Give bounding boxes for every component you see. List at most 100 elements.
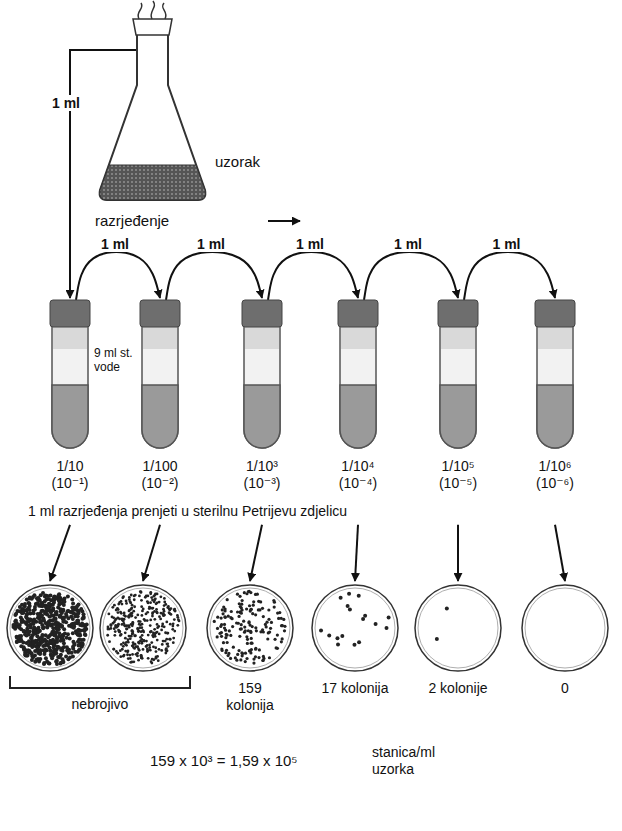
tube-liquid [537,385,573,448]
dish-drawing [311,584,399,672]
colony-count: 159 kolonija [215,680,285,714]
volume-note: 9 ml st. vode [94,346,136,375]
transfer-arrow [76,252,160,300]
dish-drawing [521,584,609,672]
transfer-arrow [143,525,160,581]
stopper-fibre [163,3,166,19]
dish-rim [525,588,605,668]
tube-drawing [140,300,180,450]
dish-rim [10,588,90,668]
petri-dish [415,585,501,671]
cotton-stopper [133,19,172,35]
dish-node: 2 kolonije [414,584,502,672]
dilution-label: 1/10⁶ (10⁻⁶) [523,458,587,492]
sample-liquid [100,165,206,200]
tube-drawing [438,300,478,450]
flask-drawing [95,5,210,205]
dish-rim [315,588,395,668]
volume-label: 1 ml [490,236,522,252]
tube-body [440,326,476,448]
petri-dish [100,585,186,671]
petri-dish [312,585,398,671]
petri-dish [207,585,293,671]
dish-drawing [6,584,94,672]
petri-dish [522,585,608,671]
dish-drawing [414,584,502,672]
petri-dish [7,585,93,671]
dilution-label: 1/10⁴ (10⁻⁴) [326,458,390,492]
tube-cap [535,300,575,327]
transfer-arrow [50,525,70,581]
tube-glass [245,327,279,349]
dish-node [6,584,94,672]
tube-node: 1/100 (10⁻²) [140,300,180,450]
colony-dots [11,591,88,666]
uncountable-label: nebrojivo [40,696,160,713]
tube-liquid [142,385,178,448]
dish-node: 159 kolonija [206,584,294,672]
flask-node: uzorak [95,5,210,205]
transfer-arrow [364,252,458,300]
colony-dots [319,592,391,647]
tube-node: 1/10⁵ (10⁻⁵) [438,300,478,450]
colony-count: 0 [530,680,600,697]
tube-liquid [340,385,376,448]
tube-glass [441,327,475,349]
tube-body [340,326,376,448]
tube-glass [341,327,375,349]
tube-drawing [535,300,575,450]
sample-label: uzorak [215,153,295,171]
transfer-arrow [555,525,565,581]
colony-dots [213,590,287,665]
transfer-arrow [250,525,262,581]
transfer-arrow [268,252,358,300]
dish-drawing [206,584,294,672]
colony-count: 17 kolonija [320,680,390,697]
tube-node: 9 ml st. vode1/10 (10⁻¹) [50,300,90,450]
volume-label: 1 ml [99,236,131,252]
transfer-arrow [457,525,459,581]
dish-rim [103,588,183,668]
stopper-fibre [138,3,142,19]
transfer-arrow [464,252,555,300]
colony-count: 2 kolonije [423,680,493,697]
tube-glass [53,327,87,349]
tube-cap [242,300,282,327]
tube-cap [338,300,378,327]
dish-rim [210,588,290,668]
result-unit: stanica/ml uzorka [372,744,454,778]
dilution-label: 1/100 (10⁻²) [128,458,192,492]
colony-dots [106,590,180,664]
tube-cap [438,300,478,327]
tube-node: 1/10⁴ (10⁻⁴) [338,300,378,450]
dish-node: 0 [521,584,609,672]
dilution-label: 1/10 (10⁻¹) [38,458,102,492]
flask-outline [100,33,206,200]
dilution-label: 1/10⁵ (10⁻⁵) [426,458,490,492]
volume-label: 1 ml [294,236,326,252]
tube-node: 1/10⁶ (10⁻⁶) [535,300,575,450]
tube-body [142,326,178,448]
dish-rim [418,588,498,668]
volume-label: 1 ml [50,95,82,111]
tube-glass [143,327,177,349]
tube-cap [50,300,90,327]
direction-arrow [268,220,300,222]
instruction-text: 1 ml razrjeđenja prenjeti u sterilnu Pet… [28,503,347,520]
tube-body [52,326,88,448]
tube-cap [140,300,180,327]
colony-dots [435,606,449,641]
result-formula: 159 x 10³ = 1,59 x 10⁵ [150,752,298,770]
tube-liquid [244,385,280,448]
transfer-arrow [166,252,262,300]
tube-body [244,326,280,448]
dilution-label: 1/10³ (10⁻³) [230,458,294,492]
stopper-fibre [151,1,154,19]
tube-node: 1/10³ (10⁻³) [242,300,282,450]
tube-body [537,326,573,448]
dish-node: 17 kolonija [311,584,399,672]
process-label: razrjeđenje [95,212,215,230]
volume-label: 1 ml [392,236,424,252]
transfer-arrow [355,525,358,581]
